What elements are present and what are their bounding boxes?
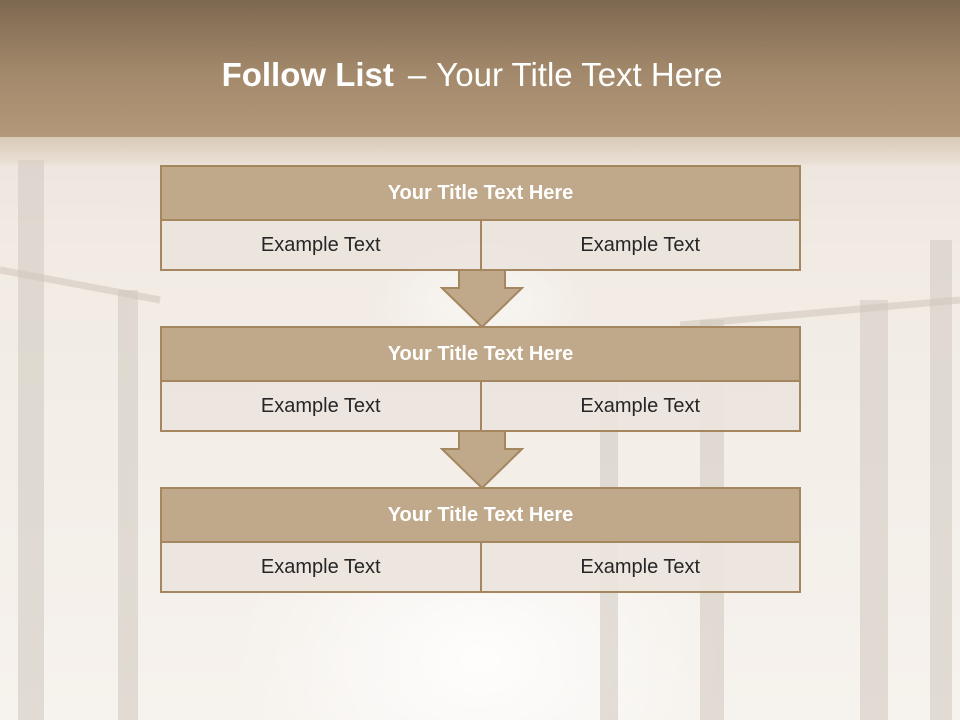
list-block-row: Example Text Example Text: [160, 221, 801, 271]
slide-title-dash: –: [407, 56, 427, 93]
list-block-title: Your Title Text Here: [160, 165, 801, 221]
list-block-cell-right: Example Text: [481, 221, 801, 271]
list-block-row: Example Text Example Text: [160, 543, 801, 593]
title-banner-strip: [0, 137, 960, 165]
list-block-title: Your Title Text Here: [160, 326, 801, 382]
title-banner: [0, 0, 960, 137]
slide-title-rest: Your Title Text Here: [436, 56, 723, 93]
down-arrow-icon: [440, 430, 524, 490]
list-block-row: Example Text Example Text: [160, 382, 801, 432]
list-block-3: Your Title Text Here Example Text Exampl…: [160, 487, 801, 593]
slide-title: Follow List–Your Title Text Here: [0, 56, 944, 94]
slide-title-bold: Follow List: [221, 56, 394, 93]
down-arrow-icon: [440, 269, 524, 329]
list-block-2: Your Title Text Here Example Text Exampl…: [160, 326, 801, 432]
list-block-1: Your Title Text Here Example Text Exampl…: [160, 165, 801, 271]
list-block-cell-left: Example Text: [160, 543, 482, 593]
list-block-cell-left: Example Text: [160, 382, 482, 432]
list-block-cell-right: Example Text: [481, 543, 801, 593]
list-block-cell-right: Example Text: [481, 382, 801, 432]
list-block-title: Your Title Text Here: [160, 487, 801, 543]
list-block-cell-left: Example Text: [160, 221, 482, 271]
